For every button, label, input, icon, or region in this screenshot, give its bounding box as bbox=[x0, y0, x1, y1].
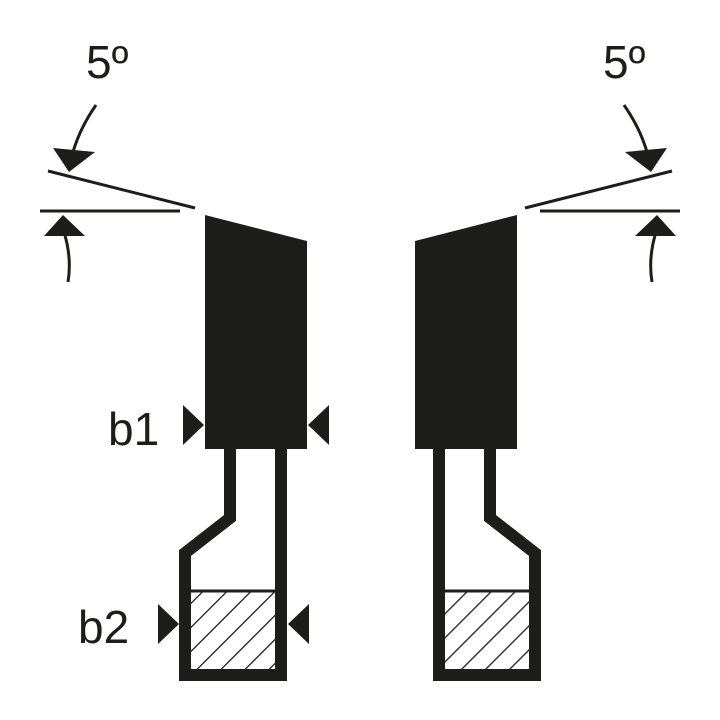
left-angle-upper-arc bbox=[71, 104, 98, 153]
right-hatched-section bbox=[445, 591, 529, 669]
b2-marker: b2 bbox=[78, 601, 309, 653]
left-angle-up-arrow bbox=[44, 215, 85, 236]
b1-label: b1 bbox=[108, 403, 159, 455]
left-tooth-body bbox=[179, 449, 287, 681]
right-angle-up-arrow bbox=[635, 215, 676, 236]
b2-label: b2 bbox=[78, 601, 129, 653]
left-angle-slope-line bbox=[47, 169, 196, 210]
b1-right-arrow bbox=[308, 405, 329, 445]
right-angle-lower-arc bbox=[649, 231, 658, 283]
right-angle-down-arrow bbox=[625, 148, 667, 172]
left-angle-down-arrow bbox=[53, 148, 95, 172]
left-carbide-tip bbox=[205, 215, 307, 449]
b2-right-arrow bbox=[288, 604, 309, 644]
left-tooth bbox=[179, 215, 307, 681]
right-angle-indicator: 5º bbox=[524, 36, 680, 283]
left-angle-indicator: 5º bbox=[40, 36, 196, 283]
b1-left-arrow bbox=[183, 405, 204, 445]
right-carbide-tip bbox=[415, 215, 517, 449]
right-angle-slope-line bbox=[524, 169, 673, 210]
right-tooth bbox=[415, 215, 541, 681]
b1-marker: b1 bbox=[108, 403, 329, 455]
left-hatched-section bbox=[191, 591, 275, 669]
b2-left-arrow bbox=[158, 604, 179, 644]
right-angle-label: 5º bbox=[603, 36, 646, 88]
right-tooth-body bbox=[433, 449, 541, 681]
right-angle-upper-arc bbox=[622, 104, 649, 153]
left-angle-label: 5º bbox=[86, 36, 129, 88]
left-angle-lower-arc bbox=[62, 231, 71, 283]
